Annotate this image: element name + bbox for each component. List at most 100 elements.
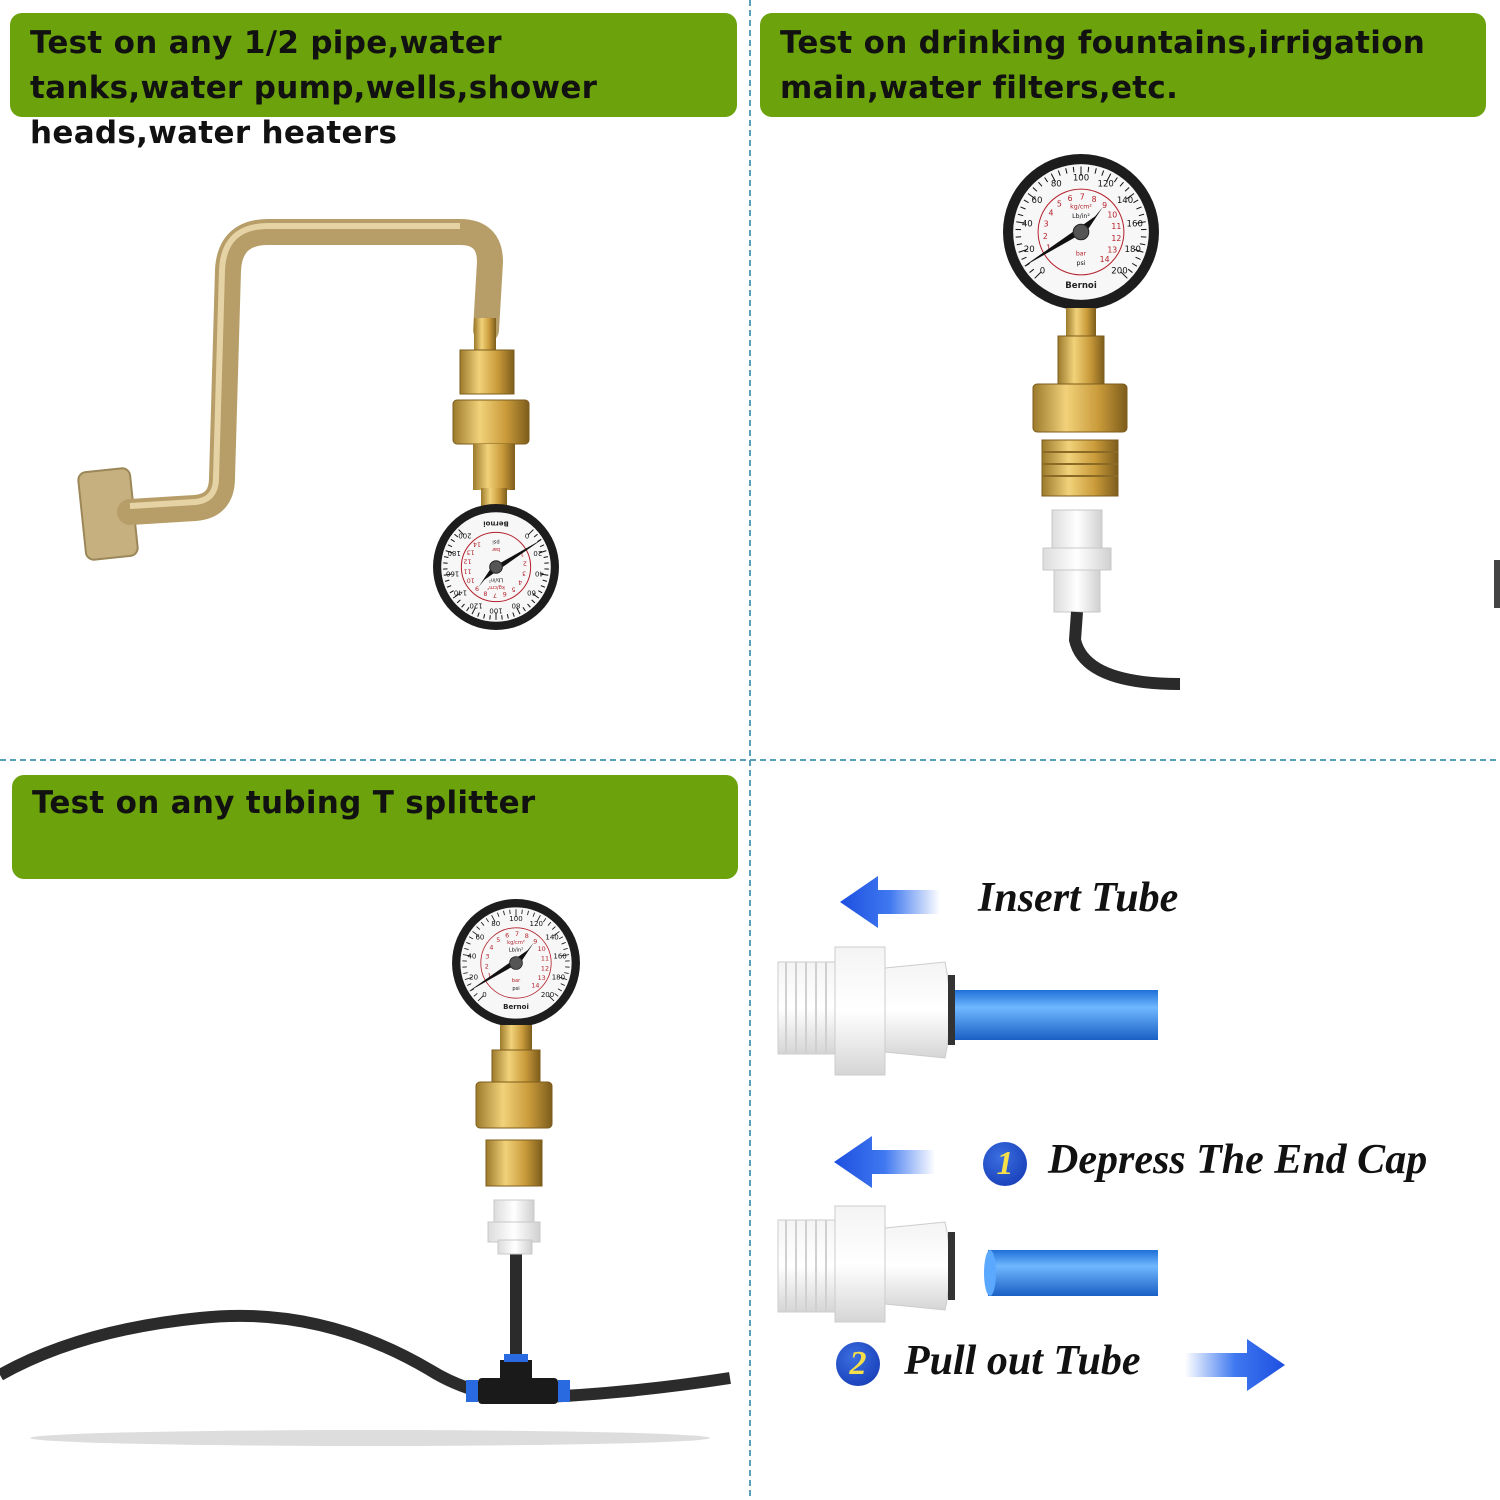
psi-tick — [446, 585, 452, 588]
bar-label: 9 — [1102, 201, 1107, 210]
psi-tick — [456, 599, 461, 604]
psi-label: 200 — [541, 990, 554, 999]
psi-label: 160 — [446, 569, 459, 577]
psi-tick — [472, 931, 479, 937]
psi-tick — [485, 918, 489, 923]
psi-tick — [1087, 166, 1090, 173]
psi-tick — [516, 607, 521, 615]
bar-arc — [1037, 188, 1125, 276]
black-tube — [1068, 611, 1181, 690]
unit-kg-label: kg/cm² — [507, 940, 525, 946]
psi-tick — [561, 954, 570, 957]
white-push-fitting — [487, 1199, 541, 1255]
bar-label: 4 — [1049, 208, 1054, 217]
psi-tick — [548, 995, 555, 1002]
psi-tick — [467, 983, 472, 986]
psi-tick — [443, 556, 449, 559]
psi-tick — [468, 936, 474, 940]
psi-tick — [443, 573, 452, 576]
psi-label: 140 — [545, 932, 558, 941]
bar-label: 3 — [1044, 220, 1049, 229]
arrow-right-icon — [1185, 1339, 1285, 1391]
needle-hub — [509, 956, 523, 970]
t-splitter — [466, 1354, 570, 1404]
bar-arc — [460, 531, 532, 603]
psi-tick — [476, 926, 481, 930]
psi-tick — [1023, 199, 1029, 204]
psi-tick — [1135, 256, 1141, 260]
psi-tick — [1065, 168, 1068, 174]
psi-label: 80 — [1051, 180, 1062, 190]
psi-tick — [512, 612, 515, 617]
bar-label: 11 — [541, 955, 549, 963]
black-tube — [0, 1309, 731, 1405]
panel-header-tubing: Test on any tubing T splitter — [12, 775, 738, 879]
psi-label: 100 — [1073, 174, 1089, 184]
psi-tick — [538, 550, 547, 554]
psi-tick — [450, 538, 455, 543]
fitting-with-tube — [777, 946, 1158, 1076]
psi-tick — [539, 544, 545, 548]
psi-tick — [1016, 221, 1026, 224]
psi-tick — [463, 972, 468, 974]
psi-tick — [489, 615, 491, 620]
psi-tick — [464, 948, 469, 951]
bar-label: 12 — [1111, 234, 1121, 243]
psi-tick — [477, 612, 480, 617]
psi-label: 180 — [448, 549, 461, 557]
psi-tick — [1029, 268, 1035, 273]
psi-tick — [497, 912, 500, 917]
psi-tick — [1020, 206, 1026, 210]
psi-tick — [540, 585, 546, 588]
psi-tick — [1027, 193, 1036, 200]
psi-tick — [1136, 206, 1142, 210]
psi-tick — [447, 544, 453, 548]
psi-tick — [466, 942, 471, 945]
bar-label: 5 — [496, 936, 500, 944]
psi-tick — [1034, 271, 1042, 279]
psi-label: 40 — [1022, 220, 1033, 230]
psi-label: 160 — [553, 952, 566, 961]
psi-tick — [1124, 187, 1130, 192]
psi-tick — [1032, 187, 1038, 192]
psi-label: 20 — [533, 549, 542, 557]
arrow-left-icon — [834, 1136, 935, 1188]
psi-label: 80 — [491, 919, 500, 928]
psi-label: 0 — [525, 531, 529, 539]
psi-tick — [543, 918, 547, 923]
brass-adapter-3 — [475, 1025, 553, 1187]
psi-tick — [452, 593, 460, 599]
psi-tick — [1126, 193, 1135, 200]
psi-tick — [461, 603, 465, 608]
psi-tick — [458, 529, 465, 536]
bar-label: 14 — [1100, 255, 1110, 264]
psi-tick — [537, 538, 542, 543]
step-1-badge: 1 — [983, 1142, 1027, 1186]
psi-tick — [473, 993, 478, 997]
shower-arm — [77, 219, 504, 561]
psi-label: 0 — [1040, 267, 1045, 277]
psi-tick — [1072, 166, 1075, 173]
psi-tick — [1094, 168, 1097, 174]
bar-label: 4 — [489, 943, 493, 951]
psi-tick — [469, 988, 475, 992]
unit-lb-label: Lb/in² — [1072, 213, 1090, 220]
psi-label: 60 — [475, 932, 484, 941]
shadow — [30, 1430, 710, 1446]
psi-tick — [559, 976, 568, 980]
psi-tick — [560, 983, 565, 986]
psi-tick — [1021, 256, 1027, 260]
needle-hub — [1072, 223, 1090, 241]
unit-lb-label: Lb/in² — [509, 947, 524, 953]
psi-tick — [1038, 181, 1043, 187]
psi-label: 40 — [467, 952, 476, 961]
bar-label: 12 — [463, 558, 471, 565]
bar-label: 2 — [485, 963, 489, 971]
psi-tick — [547, 921, 552, 926]
bar-label: 9 — [475, 584, 479, 591]
psi-tick — [1050, 173, 1056, 183]
psi-tick — [1133, 199, 1139, 204]
psi-tick — [1131, 262, 1138, 267]
psi-tick — [1044, 177, 1049, 183]
